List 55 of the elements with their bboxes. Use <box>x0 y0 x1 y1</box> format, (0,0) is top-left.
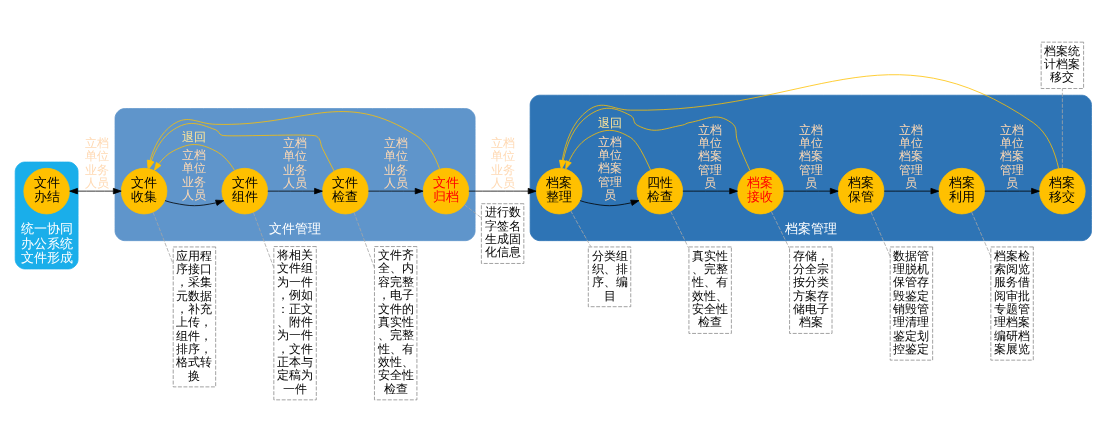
edge-label: 退回 <box>597 115 622 130</box>
arrow <box>682 187 738 194</box>
arrow <box>984 187 1040 194</box>
node-box: 分类组织、排序、编目 <box>587 246 632 307</box>
connector <box>353 211 375 268</box>
node-circle: 档案整理 <box>536 167 583 214</box>
node-circle: 档案接收 <box>737 167 784 214</box>
edge-label: 立档单位档案管理员 <box>899 122 924 190</box>
arrow <box>883 187 940 194</box>
arrow <box>368 187 424 194</box>
node-box: 进行数字签名生成固化信息 <box>481 202 525 264</box>
edge-label: 立档单位档案管理员 <box>698 122 723 190</box>
node-box: 文件齐全、内容完整，电子文件的真实性、完整性、有效性、安全性检查 <box>374 245 418 400</box>
node-circle: 档案移交 <box>1039 167 1086 214</box>
arrow <box>468 187 537 194</box>
arrow <box>565 129 652 171</box>
edge-label: 立档单位业务人员 <box>84 135 109 190</box>
edge-label: 退回 <box>182 129 207 144</box>
edge-label: 立档单位业务人员 <box>283 135 308 190</box>
node-circle: 文件归档 <box>422 167 470 214</box>
edge-label: 立档单位业务人员 <box>383 135 408 190</box>
arrow <box>69 187 122 194</box>
connector <box>770 210 790 249</box>
arrow <box>267 187 323 194</box>
connector <box>670 210 690 249</box>
node-circle: 四性检查 <box>636 167 684 214</box>
connector <box>971 211 992 257</box>
connector <box>1061 87 1063 169</box>
node-circle: 档案保管 <box>837 167 885 214</box>
node-circle: 文件组件 <box>221 167 268 214</box>
edge-label: 立档单位档案管理员 <box>798 122 823 190</box>
arrow <box>579 199 640 206</box>
node-circle: 文件收集 <box>120 167 168 214</box>
node-box: 存储，分全宗按分类方案存储电子档案 <box>789 246 833 334</box>
node-box: 将相关文件组为一件，例如：正文、附件为一件，文件正本与定稿为一件 <box>273 245 317 400</box>
arrow <box>153 143 235 171</box>
node-box: 真实性、完整性、有效性、安全性检查 <box>688 246 732 334</box>
arrow <box>783 187 839 194</box>
node-box: 数据管理脱机保管存毁鉴定销毁管理清理鉴定划控鉴定 <box>889 246 934 361</box>
edge-label: 立档单位业务人员 <box>182 147 207 202</box>
connector <box>252 211 275 268</box>
node-circle: 文件检查 <box>322 167 369 214</box>
node-circle: 档案利用 <box>938 167 985 214</box>
node-circle: 文件办结 <box>23 167 70 214</box>
edge-label: 立档单位业务人员 <box>490 135 515 190</box>
connector <box>152 211 174 264</box>
node-box: 应用程序接口，采集元数据，补充上传，组件，排序，格式转换 <box>172 246 217 387</box>
node-box: 档案检索阅览服务借阅审批专题管理档案编研档案展览 <box>990 246 1034 361</box>
node-box: 档案统计档案移交 <box>1040 41 1084 89</box>
edge-label: 立档单位档案管理员 <box>597 134 622 202</box>
connector <box>464 203 482 218</box>
arrow <box>164 199 225 206</box>
connector <box>870 211 891 257</box>
edge-label: 立档单位档案管理员 <box>1000 122 1025 190</box>
connector <box>570 209 592 247</box>
